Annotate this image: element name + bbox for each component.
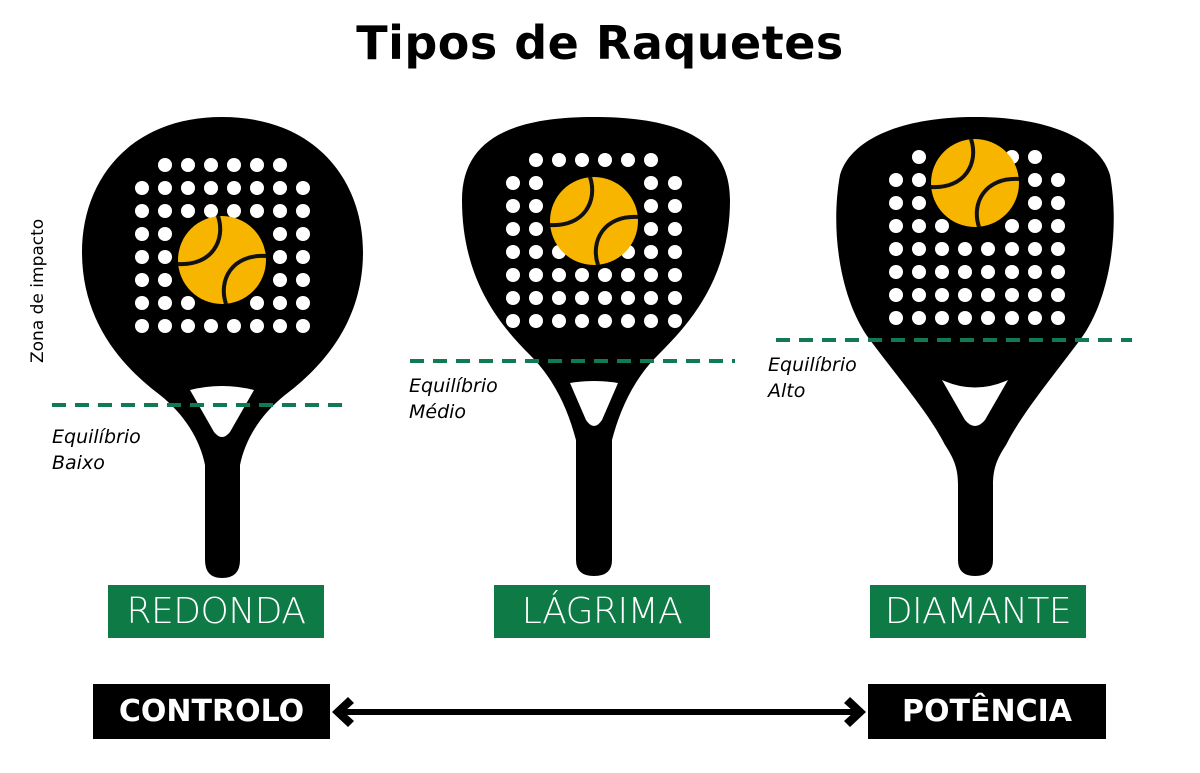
scale-power-label: POTÊNCIA	[868, 684, 1106, 739]
racket-teardrop-icon	[462, 117, 730, 576]
balance-label-medium: Equilíbrio Médio	[409, 373, 498, 425]
racket-type-round: REDONDA	[108, 585, 324, 638]
balance-label-high: Equilíbrio Alto	[768, 352, 857, 404]
balance-line1: Equilíbrio	[409, 375, 498, 397]
tennis-ball-icon	[929, 137, 1021, 229]
racket-round-icon	[82, 117, 363, 578]
racket-diamond-icon	[836, 117, 1114, 576]
balance-line2: Alto	[768, 380, 806, 402]
balance-line1: Equilíbrio	[52, 426, 141, 448]
double-headed-arrow-icon	[332, 697, 866, 727]
racket-type-diamond: DIAMANTE	[870, 585, 1086, 638]
tennis-ball-icon	[176, 214, 268, 306]
scale-control-label: CONTROLO	[93, 684, 330, 739]
page-title: Tipos de Raquetes	[356, 16, 844, 70]
balance-line1: Equilíbrio	[768, 354, 857, 376]
balance-label-low: Equilíbrio Baixo	[52, 424, 141, 476]
tennis-ball-icon	[548, 175, 640, 267]
racket-type-teardrop: LÁGRIMA	[494, 585, 710, 638]
balance-line2: Médio	[409, 401, 467, 423]
balance-line2: Baixo	[52, 452, 105, 474]
